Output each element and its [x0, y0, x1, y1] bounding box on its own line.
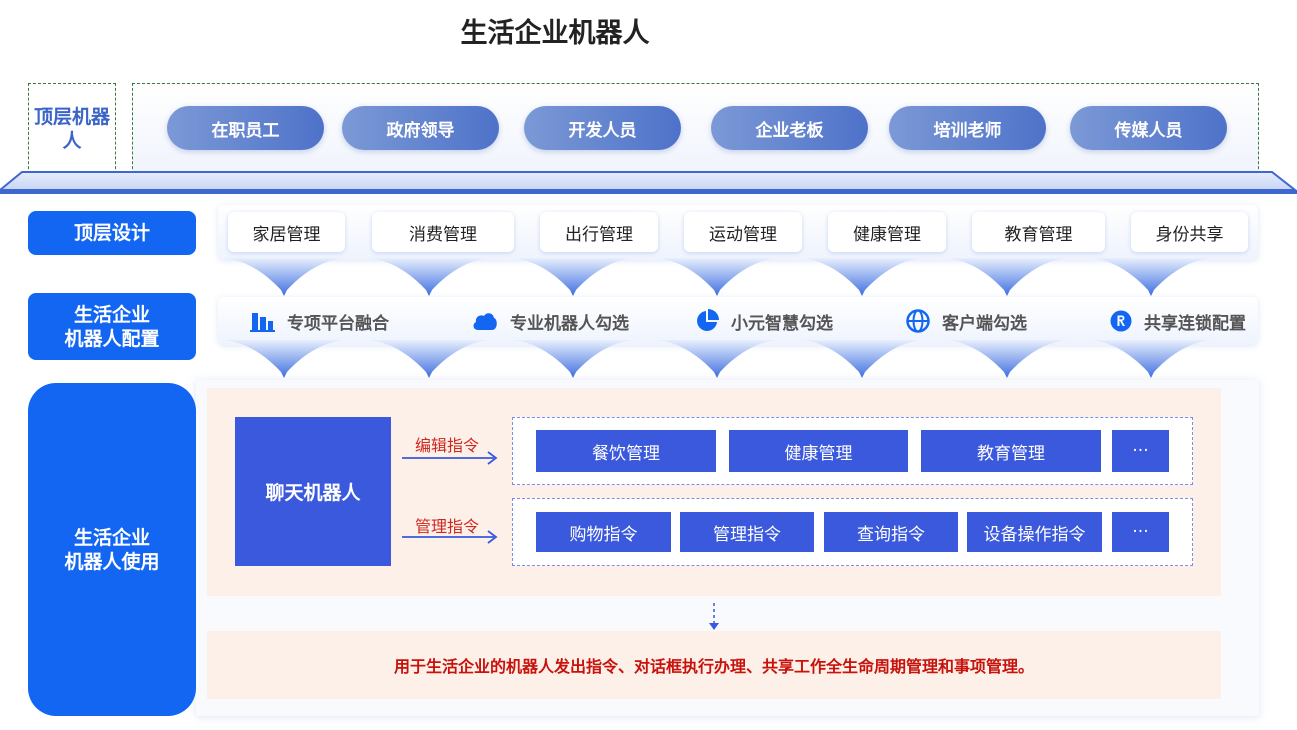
- down-arrows-row-1: [223, 258, 1212, 296]
- config-item-share[interactable]: 共享连锁配置: [1110, 301, 1246, 341]
- role-pill-developer[interactable]: 开发人员: [524, 106, 681, 150]
- design-item-health[interactable]: 健康管理: [828, 212, 946, 252]
- usage-label-line1: 生活企业: [73, 526, 150, 549]
- design-item-education[interactable]: 教育管理: [972, 212, 1105, 252]
- edit-arrow-icon: [402, 451, 498, 465]
- config-item-label: 小元智慧勾选: [731, 313, 833, 334]
- flow-arrow-icon: [223, 340, 345, 378]
- role-pill-government[interactable]: 政府领导: [342, 106, 499, 150]
- usage-label-line2: 机器人使用: [64, 550, 160, 573]
- chatbot-block[interactable]: 聊天机器人: [235, 417, 391, 566]
- role-pill-media[interactable]: 传媒人员: [1070, 106, 1227, 150]
- page-title: 生活企业机器人: [460, 18, 650, 49]
- flow-arrow-icon: [368, 258, 490, 296]
- down-arrows-row-2: [223, 340, 1212, 378]
- edit-command-label: 编辑指令: [415, 436, 480, 455]
- top-robot-label: 顶层机器人: [28, 83, 116, 174]
- role-pill-trainer[interactable]: 培训老师: [889, 106, 1046, 150]
- design-item-travel[interactable]: 出行管理: [540, 212, 658, 252]
- flow-arrow-icon: [1090, 340, 1212, 378]
- flow-arrow-icon: [223, 258, 345, 296]
- cmd-catering[interactable]: 餐饮管理: [536, 430, 716, 472]
- config-item-client[interactable]: 客户端勾选: [906, 301, 1027, 341]
- config-item-label: 专项平台融合: [287, 313, 389, 334]
- design-item-home[interactable]: 家居管理: [228, 212, 345, 252]
- design-item-identity[interactable]: 身份共享: [1131, 212, 1248, 252]
- cmd-health[interactable]: 健康管理: [729, 430, 908, 472]
- usage-summary: 用于生活企业的机器人发出指令、对话框执行办理、共享工作全生命周期管理和事项管理。: [207, 631, 1221, 699]
- flow-arrow-icon: [656, 340, 778, 378]
- flow-arrow-icon: [946, 258, 1068, 296]
- pie-chart-icon: [697, 309, 719, 331]
- dashed-down-arrow-icon: [709, 603, 719, 630]
- design-item-consumption[interactable]: 消费管理: [372, 212, 514, 252]
- globe-icon: [906, 309, 930, 333]
- config-item-platform[interactable]: 专项平台融合: [250, 301, 389, 341]
- flow-arrow-icon: [801, 258, 923, 296]
- platform-tray: [0, 171, 1297, 194]
- cmd-more-row2[interactable]: ···: [1112, 512, 1169, 552]
- config-label-line1: 生活企业: [73, 303, 150, 326]
- flow-arrow-icon: [801, 340, 923, 378]
- config-label-line2: 机器人配置: [64, 327, 160, 350]
- config-item-robot[interactable]: 专业机器人勾选: [472, 301, 629, 341]
- cmd-more-row1[interactable]: ···: [1112, 430, 1169, 472]
- role-pill-boss[interactable]: 企业老板: [711, 106, 868, 150]
- r-circle-icon: [1110, 310, 1132, 332]
- manage-arrow-icon: [402, 530, 498, 544]
- config-item-label: 专业机器人勾选: [510, 313, 629, 334]
- cmd-education[interactable]: 教育管理: [921, 430, 1101, 472]
- building-icon: [250, 313, 275, 332]
- cmd-query[interactable]: 查询指令: [824, 512, 958, 552]
- flow-arrow-icon: [512, 340, 634, 378]
- cmd-shopping[interactable]: 购物指令: [536, 512, 671, 552]
- config-item-wisdom[interactable]: 小元智慧勾选: [695, 301, 833, 341]
- role-pill-employee[interactable]: 在职员工: [167, 106, 324, 150]
- flow-arrow-icon: [368, 340, 490, 378]
- flow-arrow-icon: [656, 258, 778, 296]
- design-item-sports[interactable]: 运动管理: [684, 212, 802, 252]
- top-design-label: 顶层设计: [28, 211, 196, 255]
- config-item-label: 共享连锁配置: [1144, 313, 1246, 334]
- cmd-manage[interactable]: 管理指令: [680, 512, 814, 552]
- config-item-label: 客户端勾选: [942, 313, 1027, 334]
- flow-arrow-icon: [512, 258, 634, 296]
- cloud-icon: [473, 313, 497, 330]
- flow-arrow-icon: [946, 340, 1068, 378]
- cmd-device[interactable]: 设备操作指令: [967, 512, 1102, 552]
- flow-arrow-icon: [1090, 258, 1212, 296]
- config-panel: [218, 297, 1258, 345]
- config-label: 生活企业机器人配置: [28, 293, 196, 360]
- manage-command-label: 管理指令: [415, 517, 480, 536]
- usage-label: 生活企业机器人使用: [28, 383, 196, 716]
